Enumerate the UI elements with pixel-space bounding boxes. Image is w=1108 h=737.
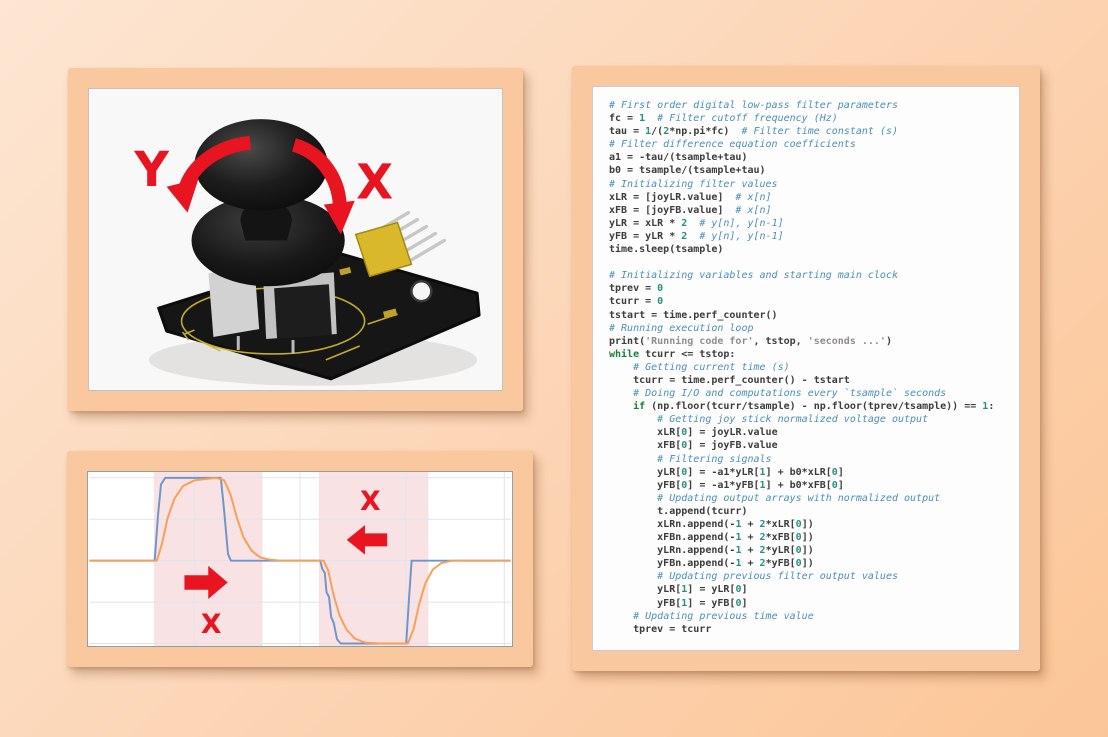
x-axis-arrowhead [323, 200, 355, 235]
code-line: tcurr = time.perf_counter() - tstart [609, 374, 850, 386]
code-line: xLR[0] = joyLR.value [609, 427, 778, 439]
code-line: xLR = [joyLR.value] # x[n] [609, 191, 772, 203]
joystick-photo: Y X [88, 88, 503, 391]
code-line [609, 256, 1013, 269]
code-panel: # First order digital low-pass filter pa… [572, 66, 1040, 671]
code-line: # Getting current time (s) [633, 361, 790, 373]
code-line: yLR[1] = yLR[0] [609, 584, 748, 596]
highlight-band [318, 472, 429, 646]
code-line: tcurr = 0 [609, 296, 664, 308]
joystick-mechanism [208, 263, 337, 354]
code-line: xFB[0] = joyFB.value [609, 440, 778, 452]
code-line: xLRn.append(-1 + 2*xLR[0]) [609, 519, 814, 530]
joystick-cap [194, 119, 328, 211]
arrow-left-icon [346, 525, 388, 555]
series-line [89, 476, 511, 645]
joystick-photo-panel: Y X [68, 68, 523, 411]
code-line: tstart = time.perf_counter() [609, 309, 778, 321]
code-line: yLR = xLR * 2 # y[n], y[n-1] [609, 217, 784, 229]
code-line: b0 = tsample/(tsample+tau) [609, 165, 766, 177]
code-line: yLRn.append(-1 + 2*yLR[0]) [609, 545, 814, 557]
code-line: # Filtering signals [657, 453, 772, 465]
code-line: yFB[1] = yFB[0] [609, 597, 748, 609]
code-line: while tcurr <= tstop: [609, 348, 736, 360]
code-line: # Doing I/O and computations every `tsam… [633, 388, 947, 400]
code-line: xFBn.append(-1 + 2*xFB[0]) [609, 532, 814, 544]
code-editor-area: # First order digital low-pass filter pa… [592, 86, 1020, 651]
code-line: a1 = -tau/(tsample+tau) [609, 152, 748, 164]
joystick-illustration: Y X [133, 119, 481, 386]
mounting-hole [410, 280, 433, 303]
code-line: # Updating previous filter output values [657, 571, 898, 583]
code-line: if (np.floor(tcurr/tsample) - np.floor(t… [633, 401, 995, 413]
filter-response-chart: XX [89, 472, 511, 646]
code-line: print('Running code for', tstop, 'second… [609, 335, 892, 347]
highlight-band [153, 472, 263, 646]
code-line: # Filter difference equation coefficient… [609, 139, 856, 151]
header-block [354, 221, 413, 278]
axis-arrows [166, 136, 355, 235]
arrow-right-icon [184, 565, 228, 600]
chart-x-annotation: X [360, 486, 381, 517]
code-line: yFBn.append(-1 + 2*yFB[0]) [609, 558, 814, 570]
code-line: yLR[0] = -a1*yLR[1] + b0*xLR[0] [609, 466, 844, 478]
y-axis-label: Y [133, 143, 170, 198]
code-line: # Updating previous time value [633, 610, 814, 622]
y-axis-arrowhead [166, 178, 199, 213]
code-line: # Initializing filter values [609, 178, 778, 190]
chart-x-annotation: X [201, 609, 222, 640]
code-line: # Updating output arrays with normalized… [657, 492, 941, 504]
code-line: tau = 1/(2*np.pi*fc) # Filter time const… [609, 126, 899, 138]
code-line: xFB = [joyFB.value] # x[n] [609, 204, 772, 216]
code-line: t.append(tcurr) [609, 505, 748, 517]
x-axis-label: X [356, 156, 393, 211]
code-line: tprev = tcurr [609, 623, 712, 635]
code-line: # First order digital low-pass filter pa… [609, 100, 898, 111]
code-block: # First order digital low-pass filter pa… [593, 87, 1019, 644]
code-line: # Initializing variables and starting ma… [609, 270, 898, 282]
code-line: tprev = 0 [609, 283, 664, 295]
code-line: # Getting joy stick normalized voltage o… [657, 414, 929, 426]
code-line: fc = 1 # Filter cutoff frequency (Hz) [609, 113, 838, 125]
x-axis-arrow [291, 138, 347, 211]
code-line: time.sleep(tsample) [609, 244, 724, 256]
code-line: yFB[0] = -a1*yFB[1] + b0*xFB[0] [609, 479, 844, 491]
pin-header [354, 210, 446, 278]
code-line: yFB = yLR * 2 # y[n], y[n-1] [609, 230, 784, 242]
code-line: # Running execution loop [609, 322, 754, 334]
